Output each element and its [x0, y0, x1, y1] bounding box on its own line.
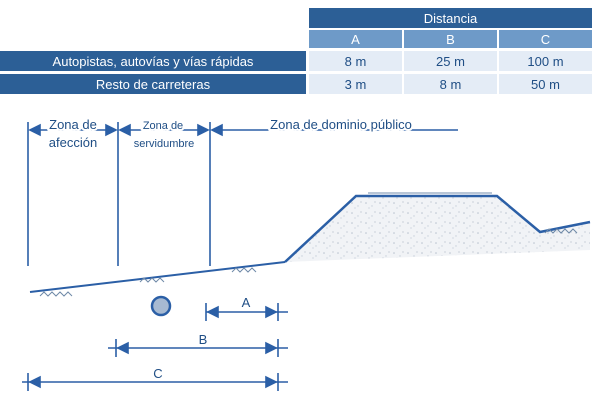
grass-tufts	[39, 228, 578, 297]
row1-value-a: 8 m	[309, 51, 402, 71]
embankment	[285, 196, 590, 262]
zone-boundaries	[27, 122, 211, 266]
row2-value-b: 8 m	[404, 74, 497, 94]
drain-pipe	[150, 295, 172, 317]
label-zona-dominio: Zona de dominio público	[270, 117, 412, 132]
label-zona-afeccion-2: afección	[49, 135, 97, 150]
label-zona-servidumbre-1: Zona de	[143, 120, 183, 132]
row-label-resto: Resto de carreteras	[0, 74, 306, 94]
header-col-b: B	[404, 30, 497, 48]
row1-value-b: 25 m	[404, 51, 497, 71]
row2-value-a: 3 m	[309, 74, 402, 94]
road-zones-diagram: Zona de afección Zona de servidumbre Zon…	[0, 100, 592, 393]
label-zona-servidumbre-2: servidumbre	[134, 138, 195, 150]
row2-value-c: 50 m	[499, 74, 592, 94]
row-label-autopistas: Autopistas, autovías y vías rápidas	[0, 51, 306, 71]
dim-label-a: A	[242, 295, 251, 310]
dimension-lines	[22, 303, 288, 391]
header-distancia: Distancia	[309, 8, 592, 28]
zone-arrows	[28, 123, 458, 137]
header-col-c: C	[499, 30, 592, 48]
header-col-a: A	[309, 30, 402, 48]
row1-value-c: 100 m	[499, 51, 592, 71]
label-zona-afeccion-1: Zona de	[49, 117, 97, 132]
dim-label-b: B	[199, 332, 208, 347]
dim-label-c: C	[153, 366, 162, 381]
diagram-svg: Zona de afección Zona de servidumbre Zon…	[22, 115, 591, 391]
ground-line	[29, 261, 286, 293]
distances-table: Distancia A B C Autopistas, autovías y v…	[0, 0, 592, 100]
